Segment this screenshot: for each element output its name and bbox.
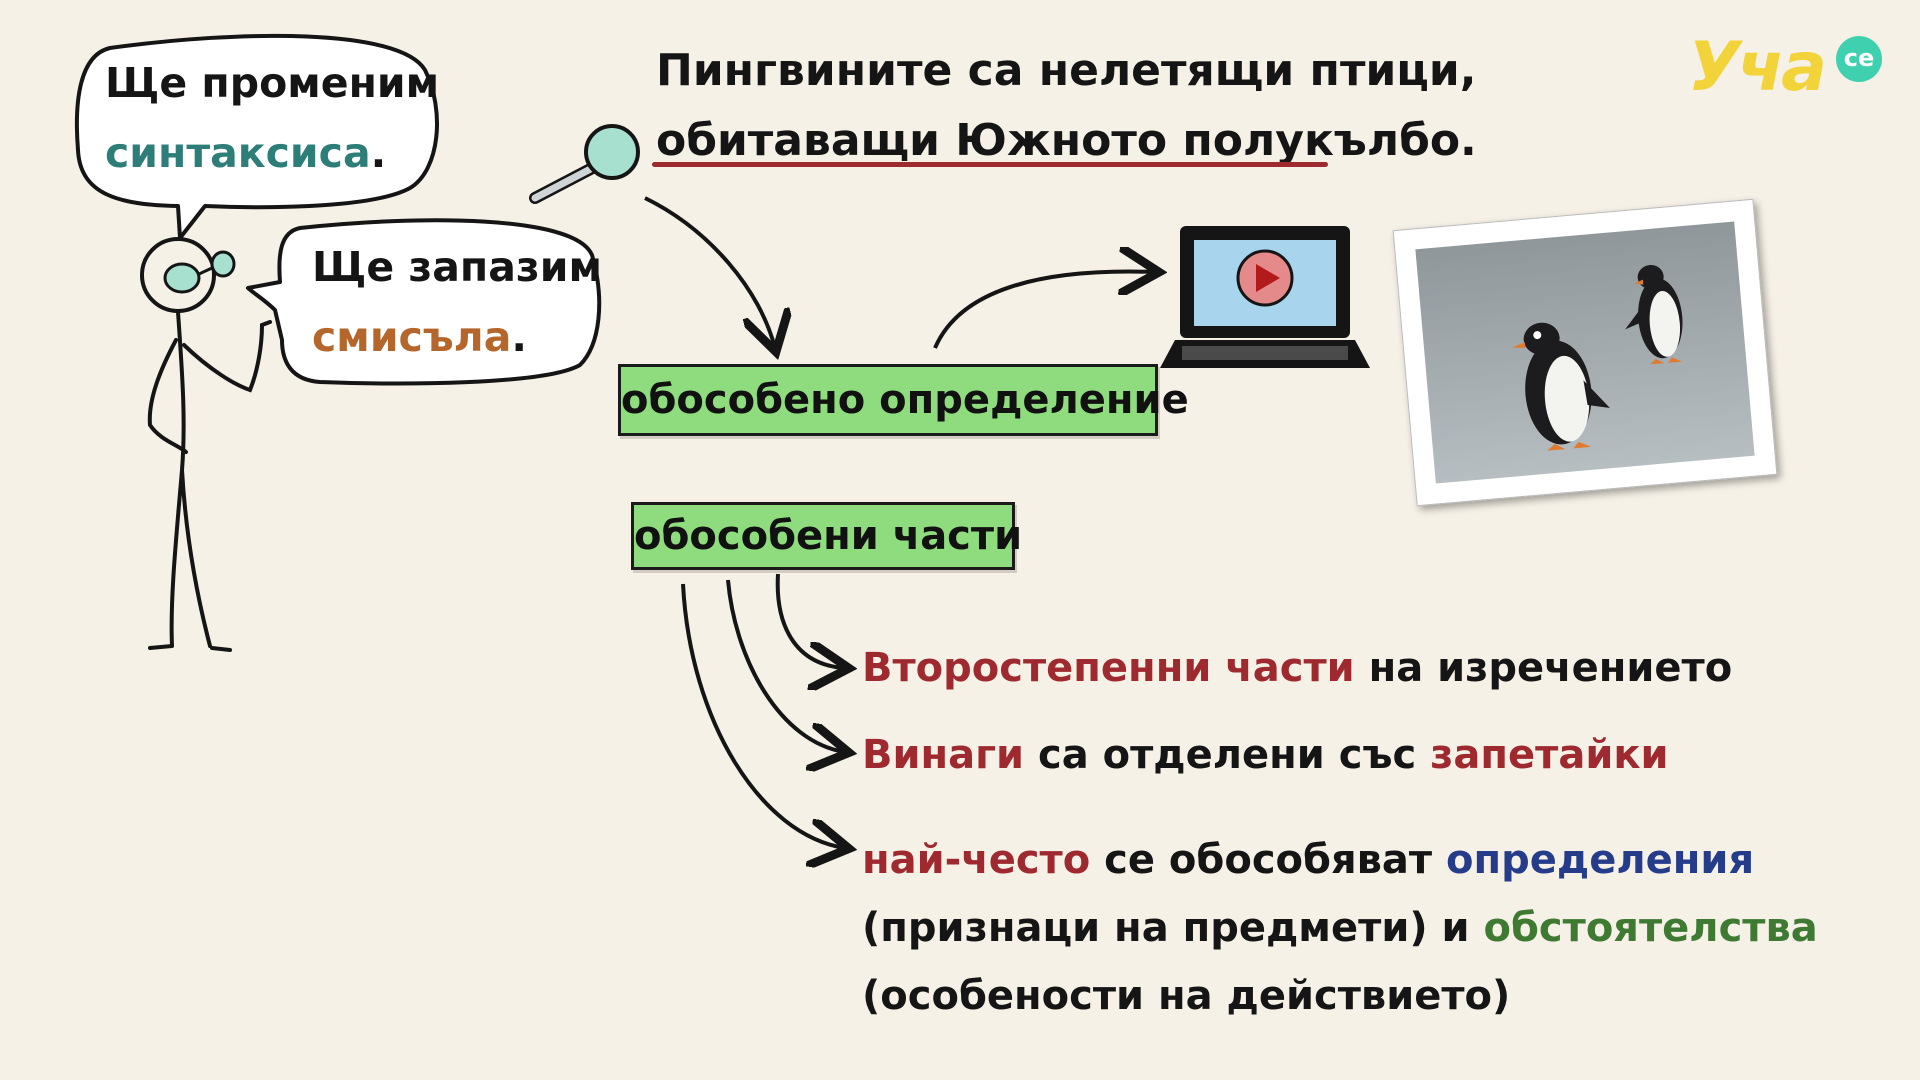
arrow-to-point2 bbox=[726, 579, 845, 752]
bubble2-line1: Ще запазим bbox=[312, 243, 602, 291]
arrow-to-point3 bbox=[681, 583, 845, 848]
point3-explain2: (особености на действието) bbox=[862, 973, 1511, 1019]
arrow-to-laptop bbox=[933, 272, 1155, 349]
bubble1-text: Ще променим синтаксиса. bbox=[105, 48, 439, 188]
bubble2-text: Ще запазим смисъла. bbox=[312, 232, 602, 372]
logo-badge: се bbox=[1836, 36, 1882, 82]
character-body bbox=[148, 310, 232, 652]
point2-mid: са отделени със bbox=[1024, 732, 1431, 778]
bubble1-line1: Ще променим bbox=[105, 59, 440, 107]
character-left-arm bbox=[147, 338, 188, 454]
point3-circumstances: обстоятелства bbox=[1483, 905, 1818, 951]
sentence-underline bbox=[652, 162, 1328, 167]
example-sentence: Пингвините са нелетящи птици, обитаващи … bbox=[656, 36, 1477, 176]
point-3: най-често се обособяват определения (при… bbox=[862, 826, 1818, 1030]
penguins-photo bbox=[1392, 198, 1778, 507]
point1-term: Второстепенни части bbox=[862, 645, 1355, 691]
bubble1-dot: . bbox=[370, 129, 387, 177]
bubble2-dot: . bbox=[511, 313, 527, 361]
laptop-play-icon bbox=[1160, 226, 1370, 368]
penguin-large bbox=[1512, 322, 1610, 451]
brand-logo: Уча се bbox=[1688, 28, 1888, 108]
magnifier-icon bbox=[529, 124, 640, 204]
point2-term: Винаги bbox=[862, 732, 1025, 778]
sentence-line1: Пингвините са нелетящи птици, bbox=[656, 45, 1477, 96]
penguins-photo-image bbox=[1415, 221, 1755, 484]
bubble1-keyword: синтаксиса bbox=[105, 129, 371, 177]
logo-text: Уча bbox=[1688, 28, 1827, 107]
speech-bubble-2 bbox=[246, 218, 602, 386]
character-illustration bbox=[74, 33, 602, 652]
box1-label: обособено определение bbox=[621, 377, 1189, 423]
box-separated-attribute: обособено определение bbox=[618, 364, 1189, 436]
arrow-to-point1 bbox=[775, 573, 845, 668]
box2-label: обособени части bbox=[634, 513, 1023, 559]
point2-commas: запетайки bbox=[1430, 732, 1669, 778]
point3-mid: се обособяват bbox=[1090, 837, 1447, 883]
bubble2-keyword: смисъла bbox=[312, 313, 512, 361]
logo-suffix: се bbox=[1843, 44, 1875, 72]
point1-rest: на изречението bbox=[1354, 645, 1733, 691]
speech-bubble-1 bbox=[74, 33, 439, 240]
glasses-left bbox=[163, 262, 201, 294]
character-right-arm bbox=[182, 320, 272, 393]
glasses-right bbox=[210, 250, 236, 278]
point3-attributes: определения bbox=[1446, 837, 1755, 883]
point-2: Винаги са отделени със запетайки bbox=[862, 732, 1669, 778]
box-separated-parts: обособени части bbox=[631, 502, 1022, 570]
point3-explain1: (признаци на предмети) и bbox=[862, 905, 1484, 951]
penguin-small bbox=[1625, 264, 1683, 365]
arrow-to-box1 bbox=[644, 196, 775, 348]
sentence-line2: обитаващи Южното полукълбо. bbox=[656, 115, 1477, 166]
point3-term: най-често bbox=[862, 837, 1091, 883]
point-1: Второстепенни части на изречението bbox=[862, 645, 1732, 691]
